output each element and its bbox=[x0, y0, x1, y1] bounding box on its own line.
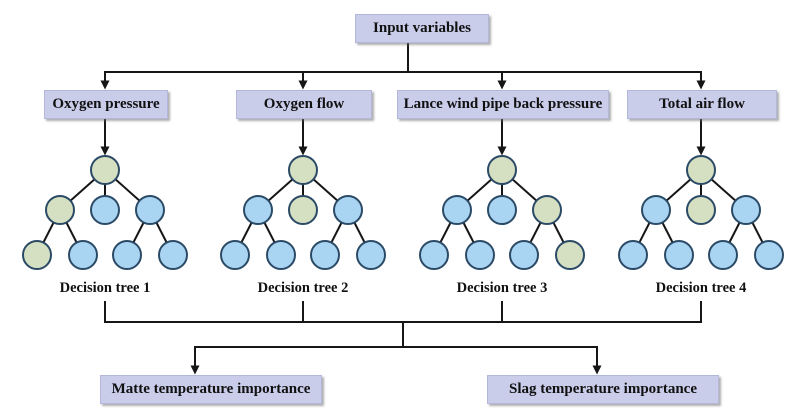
tree-node-green bbox=[90, 155, 120, 185]
tree-node-green bbox=[288, 155, 318, 185]
branch-box-lance-wind-pipe-back-pressure: Lance wind pipe back pressure bbox=[397, 90, 609, 119]
tree-node-green bbox=[22, 240, 52, 270]
tree-node-blue bbox=[356, 240, 386, 270]
tree-node-blue bbox=[243, 195, 273, 225]
tree-node-blue bbox=[442, 195, 472, 225]
tree-node-blue bbox=[664, 240, 694, 270]
tree-node-blue bbox=[641, 195, 671, 225]
tree-edge bbox=[655, 209, 680, 256]
tree-label-1: Decision tree 1 bbox=[59, 280, 151, 296]
tree-label-2: Decision tree 2 bbox=[257, 280, 349, 296]
decision-tree-4 bbox=[618, 155, 784, 270]
tree-node-blue bbox=[487, 195, 517, 225]
tree-edge bbox=[59, 169, 106, 211]
tree-edge bbox=[302, 169, 349, 211]
branch-box-oxygen-flow: Oxygen flow bbox=[236, 90, 372, 119]
tree-edge bbox=[257, 209, 282, 256]
tree-node-blue bbox=[618, 240, 648, 270]
tree-node-blue bbox=[310, 240, 340, 270]
tree-node-blue bbox=[754, 240, 784, 270]
tree-edge bbox=[722, 209, 747, 256]
tree-node-blue bbox=[731, 195, 761, 225]
branch-box-total-air-flow: Total air flow bbox=[627, 90, 777, 119]
tree-edge bbox=[632, 209, 657, 256]
decision-tree-1 bbox=[22, 155, 188, 270]
tree-node-green bbox=[532, 195, 562, 225]
tree-edge bbox=[126, 209, 151, 256]
tree-edge bbox=[104, 169, 151, 211]
tree-node-green bbox=[487, 155, 517, 185]
top-connectors bbox=[100, 41, 706, 90]
tree-node-blue bbox=[135, 195, 165, 225]
tree-edge bbox=[36, 209, 61, 256]
tree-node-green bbox=[686, 195, 716, 225]
tree-edge bbox=[523, 209, 548, 256]
tree-node-green bbox=[686, 155, 716, 185]
tree-node-blue bbox=[509, 240, 539, 270]
output-box-slag-temperature: Slag temperature importance bbox=[487, 375, 719, 404]
branch-box-oxygen-pressure: Oxygen pressure bbox=[44, 90, 168, 119]
tree-node-blue bbox=[266, 240, 296, 270]
tree-node-green bbox=[45, 195, 75, 225]
tree-edge bbox=[347, 209, 372, 256]
tree-node-blue bbox=[90, 195, 120, 225]
tree-node-blue bbox=[158, 240, 188, 270]
tree-edge bbox=[456, 209, 481, 256]
tree-node-green bbox=[288, 195, 318, 225]
tree-node-blue bbox=[465, 240, 495, 270]
tree-node-green bbox=[555, 240, 585, 270]
tree-edge bbox=[149, 209, 174, 256]
decision-tree-2 bbox=[220, 155, 386, 270]
tree-edge bbox=[700, 169, 747, 211]
tree-edge bbox=[59, 209, 84, 256]
tree-node-blue bbox=[333, 195, 363, 225]
tree-label-4: Decision tree 4 bbox=[655, 280, 747, 296]
tree-edge bbox=[257, 169, 304, 211]
input-variables-box: Input variables bbox=[355, 14, 489, 43]
tree-node-blue bbox=[220, 240, 250, 270]
tree-edge bbox=[501, 169, 548, 211]
tree-node-blue bbox=[68, 240, 98, 270]
tree-edge bbox=[655, 169, 702, 211]
decision-tree-3 bbox=[419, 155, 585, 270]
tree-edge bbox=[456, 169, 503, 211]
tree-edge bbox=[234, 209, 259, 256]
tree-node-blue bbox=[708, 240, 738, 270]
tree-node-blue bbox=[112, 240, 142, 270]
branch-to-tree-arrows bbox=[100, 119, 706, 156]
tree-label-3: Decision tree 3 bbox=[456, 280, 548, 296]
tree-edge bbox=[433, 209, 458, 256]
bottom-connectors bbox=[104, 301, 702, 375]
output-box-matte-temperature: Matte temperature importance bbox=[100, 375, 322, 404]
tree-edge bbox=[745, 209, 770, 256]
tree-edge bbox=[546, 209, 571, 256]
tree-edge bbox=[324, 209, 349, 256]
tree-node-blue bbox=[419, 240, 449, 270]
